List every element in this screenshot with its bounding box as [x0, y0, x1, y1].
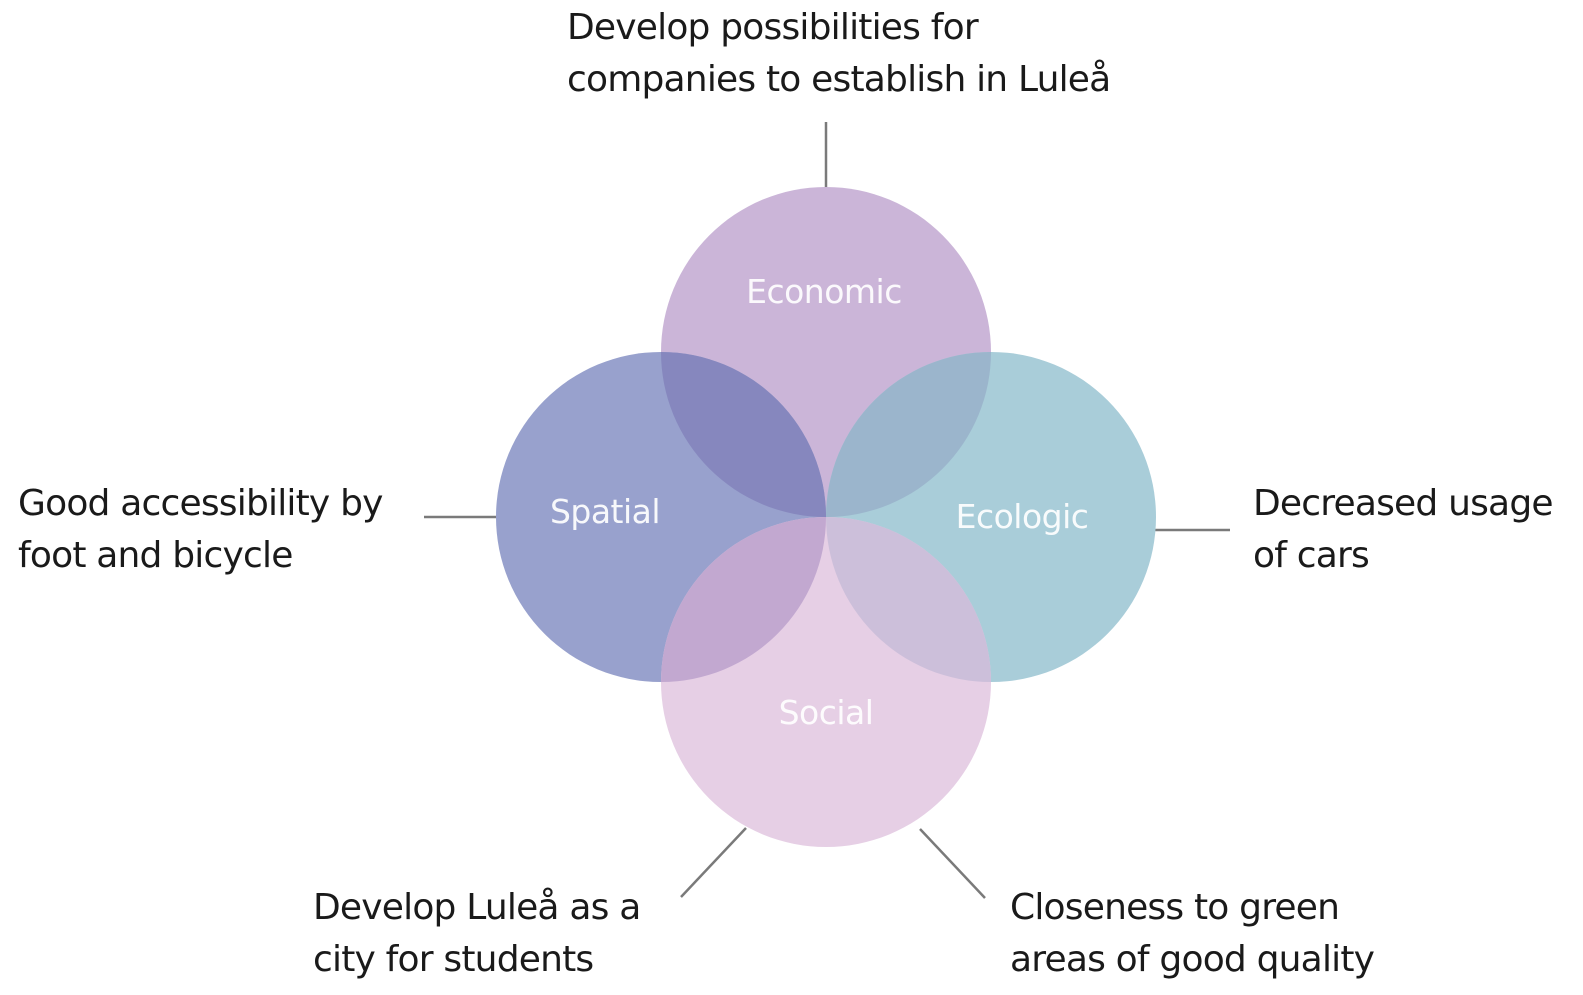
label-social: Social	[779, 693, 874, 732]
callout-ecologic: Decreased usage of cars	[1253, 478, 1554, 582]
overlap-economic-ecologic	[826, 352, 991, 517]
overlap-economic-spatial	[661, 352, 826, 517]
callout-social-students-line-2: city for students	[313, 939, 594, 980]
callout-social-green-areas-line-1: Closeness to green	[1010, 887, 1340, 928]
label-economic: Economic	[746, 272, 902, 311]
callout-social-students-line-1: Develop Luleå as a	[313, 887, 641, 928]
callout-economic-line-1: Develop possibilities for	[567, 7, 979, 48]
overlap-spatial-social	[661, 517, 826, 682]
label-spatial: Spatial	[550, 492, 660, 531]
overlap-ecologic-social	[826, 517, 991, 682]
callout-social-students: Develop Luleå as a city for students	[313, 882, 641, 986]
callout-social-green-areas-line-2: areas of good quality	[1010, 939, 1375, 980]
connector-social-left	[680, 827, 747, 898]
callout-social-green-areas: Closeness to green areas of good quality	[1010, 882, 1375, 986]
callout-spatial-line-1: Good accessibility by	[18, 483, 383, 524]
callout-spatial-line-2: foot and bicycle	[18, 535, 293, 576]
label-ecologic: Ecologic	[956, 497, 1089, 536]
callout-economic-line-2: companies to establish in Luleå	[567, 59, 1111, 100]
callout-spatial: Good accessibility by foot and bicycle	[18, 478, 383, 582]
connector-social-right	[919, 828, 986, 899]
callout-economic: Develop possibilities for companies to e…	[567, 2, 1111, 106]
callout-ecologic-line-1: Decreased usage	[1253, 483, 1554, 524]
callout-ecologic-line-2: of cars	[1253, 535, 1370, 576]
